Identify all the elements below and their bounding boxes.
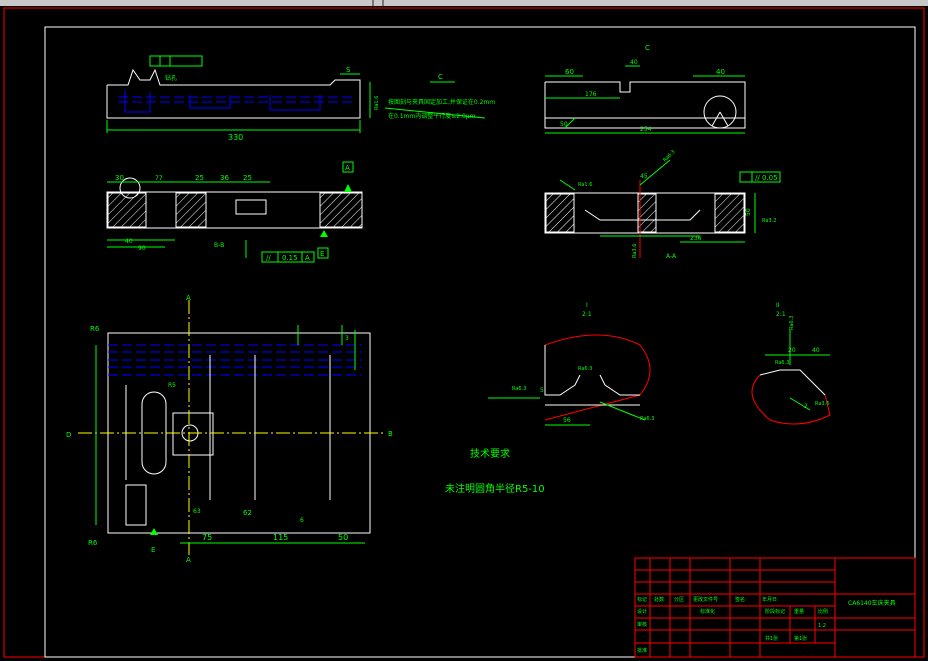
plan-dim-3: 50: [338, 533, 348, 542]
plan-dim-4: 62: [243, 509, 252, 517]
plan-label-b: B: [388, 430, 393, 438]
title-bar: [0, 0, 928, 6]
bb-dim-1: 30: [115, 174, 124, 182]
aa-dim-1: 45: [640, 173, 648, 180]
plan-r6-bottom: R6: [88, 539, 98, 547]
aa-dim-2: 50: [745, 208, 752, 216]
top-view-label-hole: 钻孔: [165, 74, 177, 82]
aa-dim-3: 236: [690, 235, 702, 242]
view-c-dim-4: 176: [585, 91, 597, 98]
top-view-note-1: 按图刻与夹具固定加工,并保证在0.2mm: [388, 98, 495, 106]
view-c-dim-1: 60: [565, 68, 574, 76]
bb-dim-3: 25: [195, 174, 204, 182]
view-c-dim-2: 40: [630, 59, 638, 66]
tb-row1-2: 分区: [674, 596, 684, 603]
detail-ii-ra3: Ra3.6: [815, 401, 829, 407]
detail-ii-dim-3: 2: [804, 403, 808, 410]
detail-i-label: I: [586, 302, 588, 309]
aa-ra2: Ra1.6: [578, 182, 592, 188]
section-bb: [106, 161, 363, 263]
section-aa: [544, 159, 781, 258]
detail-ii-dim-1: 20: [788, 347, 796, 354]
top-view-dim-total: 330: [228, 133, 243, 142]
cad-drawing-canvas[interactable]: 330 S C 钻孔 按图刻与夹具固定加工,并保证在0.2mm 在0.1mm内调…: [0, 6, 928, 661]
plan-dim-7: 6: [300, 517, 304, 524]
tb-row1-0: 标记: [637, 596, 647, 603]
view-c-dim-6: 50: [560, 121, 568, 128]
top-view-label-s: S: [346, 66, 351, 74]
title-bar-marker: [372, 0, 374, 6]
bb-tol-ref: A: [305, 254, 310, 262]
detail-ii-ra1: Ra6.3: [789, 316, 795, 330]
bb-dim-2: 77: [155, 175, 163, 182]
detail-ii-label: II: [776, 302, 780, 309]
detail-ii-scale: 2:1: [776, 311, 786, 318]
plan-dim-2: 115: [273, 533, 288, 542]
plan-dim-6: 3: [345, 335, 349, 342]
bb-tol-val: 0.15: [282, 254, 298, 262]
view-c-dim-3: 40: [716, 68, 725, 76]
tb-row1-4: 签名: [735, 596, 745, 603]
plan-r6-top: R6: [90, 325, 100, 333]
tb-row1-3: 更改文件号: [693, 596, 718, 603]
bb-dim-4: 36: [220, 174, 229, 182]
view-c: [544, 65, 746, 134]
tb-sheets: 共1张: [765, 635, 778, 642]
plan-label-d: D: [66, 431, 71, 439]
tb-row1-1: 处数: [654, 596, 664, 603]
top-view: [106, 55, 486, 133]
detail-ii-ra2: Ra6.3: [775, 360, 789, 366]
top-view-label-c: C: [438, 73, 443, 81]
detail-i-dim-2: 5: [540, 387, 544, 394]
tb-designer: 设计: [637, 608, 647, 615]
tb-scale-val: 1:2: [818, 623, 826, 629]
tb-stage: 阶段标记: [765, 608, 785, 615]
title-block: [634, 557, 916, 658]
plan-r5: R5: [168, 382, 176, 389]
aa-label: A-A: [666, 253, 677, 260]
plan-dim-5: 63: [193, 508, 201, 515]
detail-i-ra1: Ra6.3: [512, 386, 526, 392]
bb-dim-7: 90: [138, 245, 146, 252]
bb-datum-e: E: [320, 250, 324, 258]
plan-label-a-bottom: A: [186, 556, 191, 564]
inner-frame: [44, 26, 916, 658]
detail-i-ra2: Ra6.3: [578, 366, 592, 372]
title-block-part-name: CA6140车床夹具: [848, 599, 896, 607]
aa-ra3: Ra3.2: [762, 218, 776, 224]
tb-std: 标准化: [700, 608, 715, 615]
detail-i-ra3: Ra6.3: [640, 416, 654, 422]
aa-ra4: Ra3.6: [632, 244, 638, 258]
view-c-dim-5: 254: [640, 126, 652, 133]
tb-approve: 批准: [637, 647, 647, 654]
plan-view: [78, 300, 385, 555]
plan-label-e: E: [151, 546, 155, 554]
plan-label-a-top: A: [186, 294, 191, 302]
detail-i-scale: 2:1: [582, 311, 592, 318]
detail-i-dim-1: 56: [563, 417, 571, 424]
detail-i: [488, 334, 651, 426]
aa-tol-val: 0.05: [762, 174, 778, 182]
top-view-note-2: 在0.1mm内调整平行度≤2.0μm: [388, 112, 476, 120]
aa-ra1: Ra6.3: [662, 149, 676, 163]
tech-requirements-note: 未注明圆角半径R5-10: [445, 482, 545, 495]
top-view-ra: Ra1.6: [374, 96, 380, 110]
tb-weight: 重量: [794, 608, 804, 615]
bb-datum-a: A: [345, 164, 350, 172]
view-c-label: C: [645, 44, 650, 52]
tb-sheet-no: 第1张: [794, 635, 807, 642]
bb-dim-6: 40: [125, 238, 133, 245]
bb-dim-5: 25: [243, 174, 252, 182]
aa-tol-sym: //: [755, 174, 760, 182]
bb-label: B-B: [214, 242, 224, 249]
tb-scale: 比例: [818, 608, 828, 615]
detail-ii: [751, 330, 831, 425]
tb-row1-5: 年月日: [762, 596, 777, 603]
bb-tol-sym: //: [266, 254, 271, 262]
detail-ii-dim-2: 40: [812, 347, 820, 354]
tech-requirements-title: 技术要求: [470, 447, 510, 460]
tb-checker: 审核: [637, 621, 647, 628]
plan-dim-1: 75: [202, 533, 212, 542]
title-bar-marker: [382, 0, 384, 6]
